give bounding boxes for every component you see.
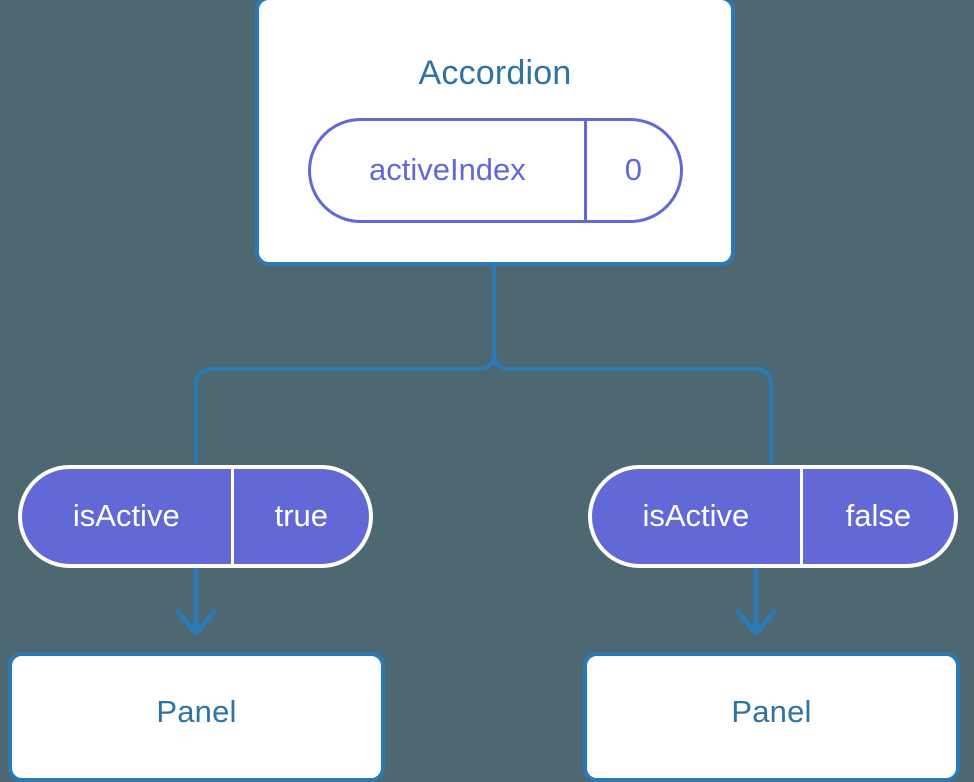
arrow-down-icon-right xyxy=(735,567,777,636)
prop-pill-value: true xyxy=(274,497,328,533)
state-pill-value: 0 xyxy=(624,151,642,187)
state-pill-active-index[interactable]: activeIndex 0 xyxy=(308,118,683,223)
prop-pill-is-active-true[interactable]: isActive true xyxy=(18,465,373,568)
panel-component-title: Panel xyxy=(156,693,237,729)
accordion-component-title: Accordion xyxy=(418,54,572,92)
prop-pill-key: isActive xyxy=(22,469,234,564)
panel-component-title: Panel xyxy=(731,693,812,729)
panel-component-box-right[interactable]: Panel xyxy=(583,652,960,782)
prop-pill-key: isActive xyxy=(592,469,803,564)
tree-connector-path-right xyxy=(492,351,773,472)
arrow-down-icon-left xyxy=(175,567,217,636)
tree-connector-path xyxy=(194,264,496,472)
prop-pill-is-active-false[interactable]: isActive false xyxy=(588,465,958,568)
panel-component-box-left[interactable]: Panel xyxy=(8,652,385,782)
state-pill-key: activeIndex xyxy=(311,121,587,220)
prop-pill-value: false xyxy=(845,497,912,533)
